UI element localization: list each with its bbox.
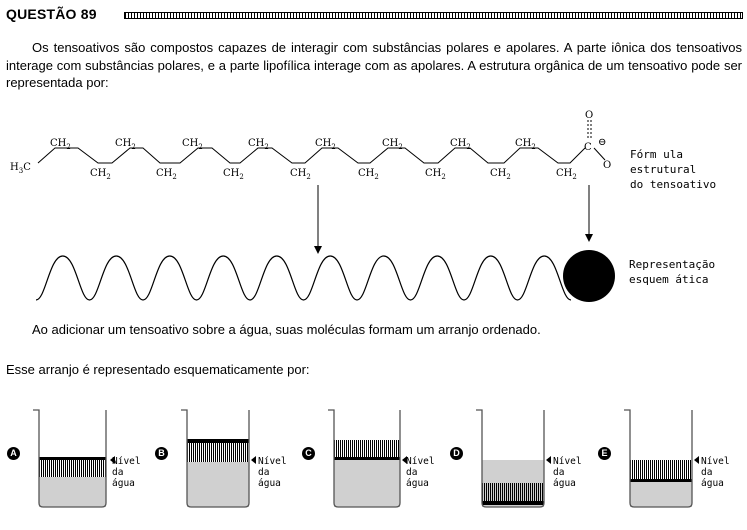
ch2-label: CH2 bbox=[515, 138, 536, 151]
schematic-label: Representação esquem ática bbox=[629, 257, 715, 287]
ch2-label: CH2 bbox=[450, 138, 471, 151]
ch2-label: CH2 bbox=[90, 168, 111, 181]
ch2-label: CH2 bbox=[248, 138, 269, 151]
carbon-chain bbox=[37, 147, 586, 164]
structural-formula-line1: Fórm ula estrutural bbox=[630, 148, 697, 176]
ch2-label: CH2 bbox=[156, 168, 177, 181]
carboxyl-carbon: C bbox=[584, 142, 592, 153]
ch2-label: CH2 bbox=[315, 138, 336, 151]
beaker-a bbox=[33, 409, 115, 508]
ch2-label: CH2 bbox=[382, 138, 403, 151]
question-title: QUESTÃO 89 bbox=[6, 6, 97, 22]
hydrophobic-tail-wave bbox=[35, 255, 572, 301]
option-e-letter: E bbox=[598, 447, 611, 460]
ch2-label: CH2 bbox=[358, 168, 379, 181]
ch2-label: CH2 bbox=[182, 138, 203, 151]
beaker-b bbox=[181, 409, 256, 508]
question-prompt: Esse arranjo é representado esquematicam… bbox=[6, 362, 310, 377]
header-rule bbox=[124, 12, 743, 19]
ch2-label: CH2 bbox=[290, 168, 311, 181]
ch2-label: CH2 bbox=[556, 168, 577, 181]
beaker-c bbox=[328, 409, 407, 508]
structural-formula-line2: do tensoativo bbox=[630, 178, 717, 191]
intro-paragraph: Os tensoativos são compostos capazes de … bbox=[6, 40, 742, 90]
structural-formula-label: Fórm ula estrutural do tensoativo bbox=[630, 147, 747, 192]
negative-charge: ⊖ bbox=[598, 137, 606, 148]
ch2-label: CH2 bbox=[425, 168, 446, 181]
beaker-d bbox=[476, 409, 551, 508]
h3c-group: H3C bbox=[10, 162, 31, 175]
oxygen-top: O bbox=[585, 110, 593, 121]
oxygen-bottom: O bbox=[603, 160, 611, 171]
option-b-letter: B bbox=[155, 447, 168, 460]
arrow-head-head bbox=[585, 234, 593, 242]
arrow-tail-head bbox=[314, 246, 322, 254]
ch2-label: CH2 bbox=[490, 168, 511, 181]
polar-head-circle bbox=[563, 250, 615, 302]
ch2-label: CH2 bbox=[115, 138, 136, 151]
co-bond bbox=[593, 147, 606, 161]
question-header: QUESTÃO 89 bbox=[6, 6, 743, 26]
schematic-line2: esquem ática bbox=[629, 273, 709, 286]
arrangement-paragraph: Ao adicionar um tensoativo sobre a água,… bbox=[32, 322, 541, 337]
ch2-label: CH2 bbox=[223, 168, 244, 181]
option-c-letter: C bbox=[302, 447, 315, 460]
option-d-letter: D bbox=[450, 447, 463, 460]
ch2-label: CH2 bbox=[50, 138, 71, 151]
option-a-letter: A bbox=[7, 447, 20, 460]
beaker-e bbox=[624, 409, 699, 508]
schematic-line1: Representação bbox=[629, 258, 716, 271]
